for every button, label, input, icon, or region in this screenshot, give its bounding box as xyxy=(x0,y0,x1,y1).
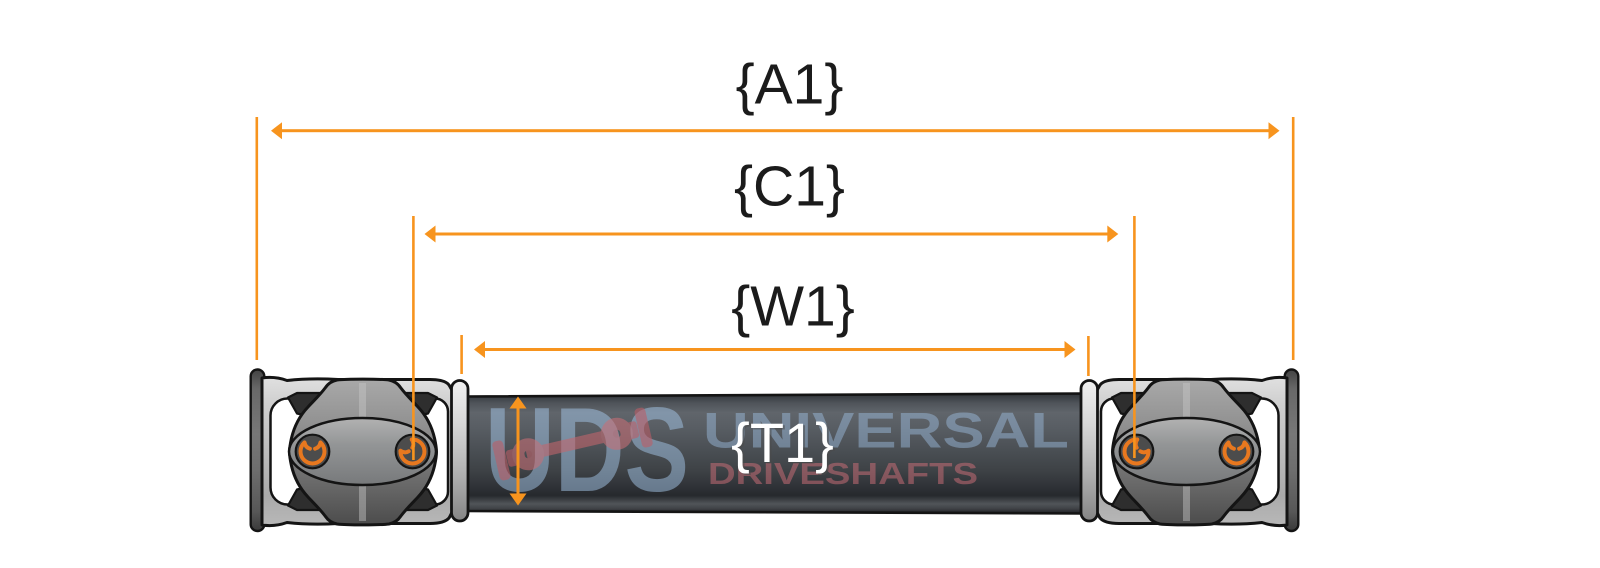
svg-text:{A1}: {A1} xyxy=(736,53,844,117)
svg-text:{W1}: {W1} xyxy=(731,275,855,339)
svg-text:{T1}: {T1} xyxy=(733,413,836,476)
svg-text:DRIVESHAFTS: DRIVESHAFTS xyxy=(708,456,978,491)
svg-text:{T1}: {T1} xyxy=(731,411,834,474)
svg-text:UNIVERSAL: UNIVERSAL xyxy=(703,403,1069,459)
svg-text:{C1}: {C1} xyxy=(734,155,845,219)
